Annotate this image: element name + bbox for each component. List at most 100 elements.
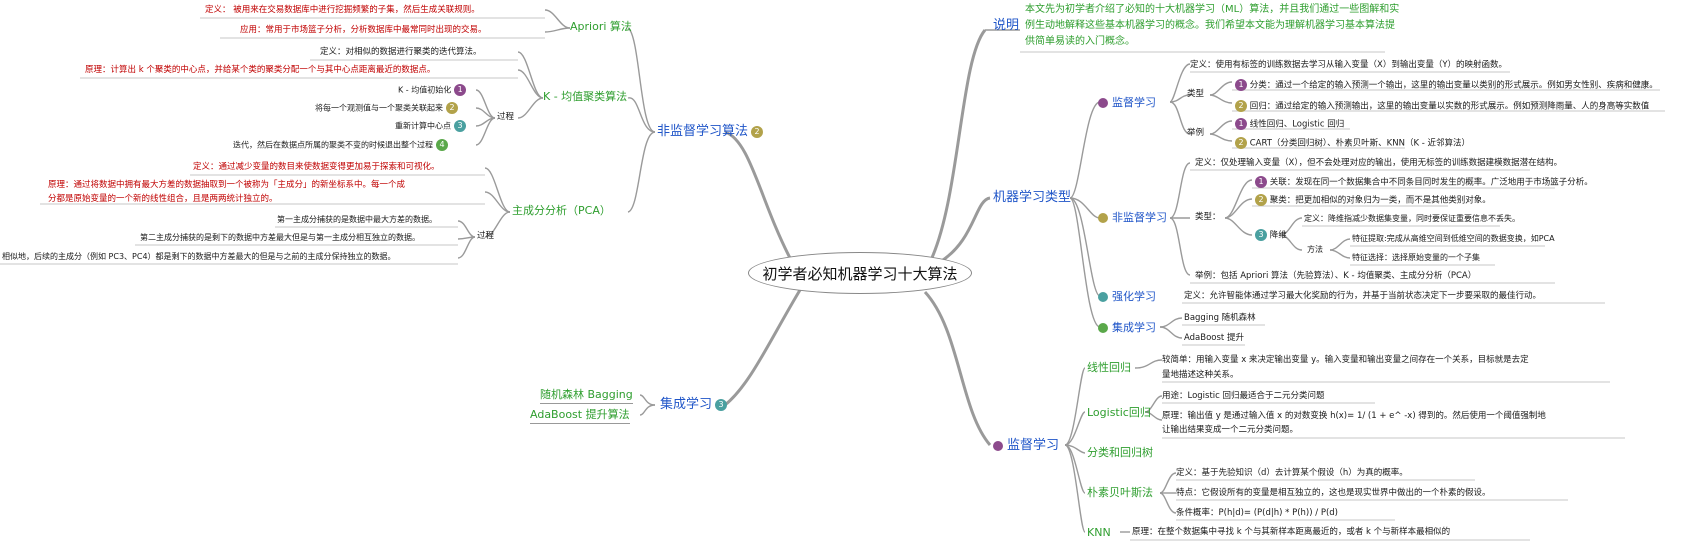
badge-icon: 2: [1235, 100, 1247, 112]
supervised-example-1: 1 线性回归、Logistic 回归: [1232, 118, 1344, 130]
logistic-use: 用途：Logistic 回归最适合于二元分类问题: [1162, 391, 1325, 401]
kmeans-step-text: 将每一个观测值与一个聚类关联起来: [315, 103, 443, 113]
bayes-conditional: 条件概率：P(h|d)= (P(d|h) * P(h)) / P(d): [1176, 508, 1338, 518]
clustering-text: 聚类：把更加相似的对象归为一类，而不是其他类别对象。: [1269, 195, 1491, 206]
supervised-example-label: 举例: [1187, 128, 1205, 138]
badge-icon: 2: [751, 125, 764, 138]
type-supervised[interactable]: 监督学习: [1098, 96, 1156, 110]
ensemble-algo-item[interactable]: 随机森林 Bagging: [540, 388, 633, 404]
unsupervised-type-label: 类型：: [1195, 212, 1221, 222]
gem-icon: [1098, 323, 1108, 333]
dimred-label: 降维: [1269, 230, 1287, 241]
badge-icon: 3: [454, 120, 466, 132]
type-reinforcement[interactable]: 强化学习: [1098, 290, 1156, 304]
unsupervised-dimred: 3 降维: [1252, 229, 1287, 241]
supervised-algos-label[interactable]: 监督学习: [993, 438, 1059, 454]
kmeans-process-label: 过程: [497, 112, 515, 122]
algo-linear-regression[interactable]: 线性回归: [1087, 361, 1131, 374]
algo-apriori[interactable]: Apriori 算法: [570, 20, 632, 33]
intro-line: 本文先为初学者介绍了必知的十大机器学习（ML）算法，并且我们通过一些图解和实: [1025, 4, 1400, 15]
supervised-def: 定义：使用有标签的训练数据去学习从输入变量（X）到输出变量（Y）的映射函数。: [1190, 60, 1508, 70]
pca-step-1: 第一主成分捕获的是数据中最大方差的数据。: [277, 215, 437, 224]
badge-icon: 1: [1255, 176, 1267, 188]
badge-icon: 1: [1235, 79, 1247, 91]
types-label[interactable]: 机器学习类型: [993, 190, 1072, 205]
badge-icon: 2: [1235, 137, 1247, 149]
ensemble-algo-item[interactable]: AdaBoost 提升算法: [530, 408, 630, 424]
kmeans-step-text: 重新计算中心点: [395, 121, 451, 131]
bayes-def: 定义：基于先验知识（d）去计算某个假设（h）为真的概率。: [1176, 468, 1408, 478]
algo-naive-bayes[interactable]: 朴素贝叶斯法: [1087, 486, 1153, 499]
gem-icon: [1098, 213, 1108, 223]
apriori-use: 应用：常用于市场篮子分析，分析数据库中最常同时出现的交易。: [240, 25, 487, 35]
linear-line: 较简单：用输入变量 x 来决定输出变量 y。输入变量和输出变量之间存在一个关系，…: [1162, 355, 1529, 365]
algo-knn[interactable]: KNN: [1087, 526, 1111, 539]
badge-icon: 1: [454, 84, 467, 96]
supervised-classification: 1 分类：通过一个给定的输入预测一个输出，这里的输出变量以类别的形式展示。例如男…: [1232, 79, 1658, 91]
gem-icon: [1098, 98, 1108, 108]
example-2-text: CART（分类回归树）、朴素贝叶斯、KNN（K - 近邻算法）: [1249, 138, 1471, 149]
logistic-line: 让输出结果变成一个二元分类问题。: [1162, 425, 1299, 435]
type-ensemble[interactable]: 集成学习: [1098, 321, 1156, 335]
kmeans-step-text: K - 均值初始化: [398, 85, 452, 95]
unsup-algos-text: 非监督学习算法: [657, 124, 749, 139]
badge-icon: 4: [436, 139, 448, 151]
unsupervised-example: 举例：包括 Apriori 算法（先验算法）、K - 均值聚类、主成分分析（PC…: [1195, 271, 1477, 281]
algo-kmeans[interactable]: K - 均值聚类算法: [543, 90, 628, 103]
type-reinforcement-label: 强化学习: [1112, 290, 1156, 303]
association-text: 关联：发现在同一个数据集合中不同条目同时发生的概率。广泛地用于市场篮子分析。: [1269, 177, 1593, 188]
apriori-def: 定义： 被用来在交易数据库中进行挖掘频繁的子集，然后生成关联规则。: [205, 5, 480, 15]
pca-process-label: 过程: [477, 231, 495, 241]
bayes-feature: 特点：它假设所有的变量是相互独立的，这也是现实世界中做出的一个朴素的假设。: [1176, 488, 1491, 498]
pca-step-3: 相似地，后续的主成分（例如 PC3、PC4）都是剩下的数据中方差最大的但是与之前…: [2, 252, 396, 261]
pca-def: 定义：通过减少变量的数目来使数据变得更加易于探索和可视化。: [193, 162, 440, 172]
logistic-line: 原理：输出值 y 是通过输入值 x 的对数变换 h(x)= 1/ (1 + e^…: [1162, 411, 1546, 421]
supervised-type-label: 类型: [1187, 89, 1205, 99]
badge-icon: 3: [715, 398, 728, 411]
supervised-example-2: 2 CART（分类回归树）、朴素贝叶斯、KNN（K - 近邻算法）: [1232, 137, 1470, 149]
intro-line: 例生动地解释这些基本机器学习的概念。我们希望本文能为理解机器学习基本算法提: [1025, 20, 1395, 31]
type-ensemble-label: 集成学习: [1112, 321, 1156, 334]
badge-icon: 2: [1255, 194, 1267, 206]
type-unsupervised[interactable]: 非监督学习: [1098, 211, 1167, 225]
badge-icon: 2: [446, 102, 458, 114]
dimred-method-1: 特征提取:完成从高维空间到低维空间的数据变换，如PCA: [1352, 234, 1555, 243]
ensemble-algos-text: 集成学习: [660, 397, 713, 412]
unsupervised-def: 定义：仅处理输入变量（X），但不会处理对应的输出，使用无标签的训练数据建模数据潜…: [1195, 158, 1563, 168]
algo-cart[interactable]: 分类和回归树: [1087, 446, 1153, 459]
ensemble-item: AdaBoost 提升: [1184, 333, 1244, 343]
intro-text: 本文先为初学者介绍了必知的十大机器学习（ML）算法，并且我们通过一些图解和实 例…: [1025, 2, 1399, 50]
kmeans-def: 定义：对相似的数据进行聚类的迭代算法。: [320, 47, 482, 57]
regression-text: 回归：通过给定的输入预测输出，这里的输出变量以实数的形式展示。例如预测降雨量、人…: [1249, 101, 1650, 112]
badge-icon: 1: [1235, 118, 1247, 130]
algo-logistic-regression[interactable]: Logistic回归: [1087, 406, 1151, 419]
type-unsupervised-label: 非监督学习: [1112, 211, 1167, 224]
central-topic[interactable]: 初学者必知机器学习十大算法: [748, 252, 972, 294]
supervised-regression: 2 回归：通过给定的输入预测输出，这里的输出变量以实数的形式展示。例如预测降雨量…: [1232, 100, 1649, 112]
gem-icon: [1098, 292, 1108, 302]
example-1-text: 线性回归、Logistic 回归: [1249, 119, 1345, 130]
classification-text: 分类：通过一个给定的输入预测一个输出，这里的输出变量以类别的形式展示。例如男女性…: [1249, 80, 1658, 91]
gem-icon: [993, 440, 1003, 451]
unsupervised-association: 1 关联：发现在同一个数据集合中不同条目同时发生的概率。广泛地用于市场篮子分析。: [1252, 176, 1593, 188]
kmeans-step-text: 迭代，然后在数据点所属的聚类不变的时候退出整个过程: [233, 140, 433, 150]
dimred-def: 定义：降维指减少数据集变量，同时要保证重要信息不丢失。: [1304, 214, 1520, 223]
pca-step-2: 第二主成分捕获的是剩下的数据中方差最大但是与第一主成分相互独立的数据。: [140, 233, 420, 242]
algo-pca[interactable]: 主成分分析（PCA）: [512, 204, 611, 217]
pca-principle-line: 原理：通过将数据中拥有最大方差的数据抽取到一个被称为「主成分」的新坐标系中。每一…: [48, 180, 406, 190]
type-supervised-label: 监督学习: [1112, 96, 1156, 109]
pca-principle-line: 分都是原始变量的一个新的线性组合，且是两两统计独立的。: [48, 194, 278, 204]
intro-label[interactable]: 说明: [993, 18, 1020, 33]
unsupervised-clustering: 2 聚类：把更加相似的对象归为一类，而不是其他类别对象。: [1252, 194, 1491, 206]
linear-line: 量地描述这种关系。: [1162, 370, 1239, 380]
badge-icon: 3: [1255, 229, 1267, 241]
dimred-method-label: 方法: [1307, 245, 1323, 254]
dimred-method-2: 特征选择：选择原始变量的一个子集: [1352, 253, 1480, 262]
